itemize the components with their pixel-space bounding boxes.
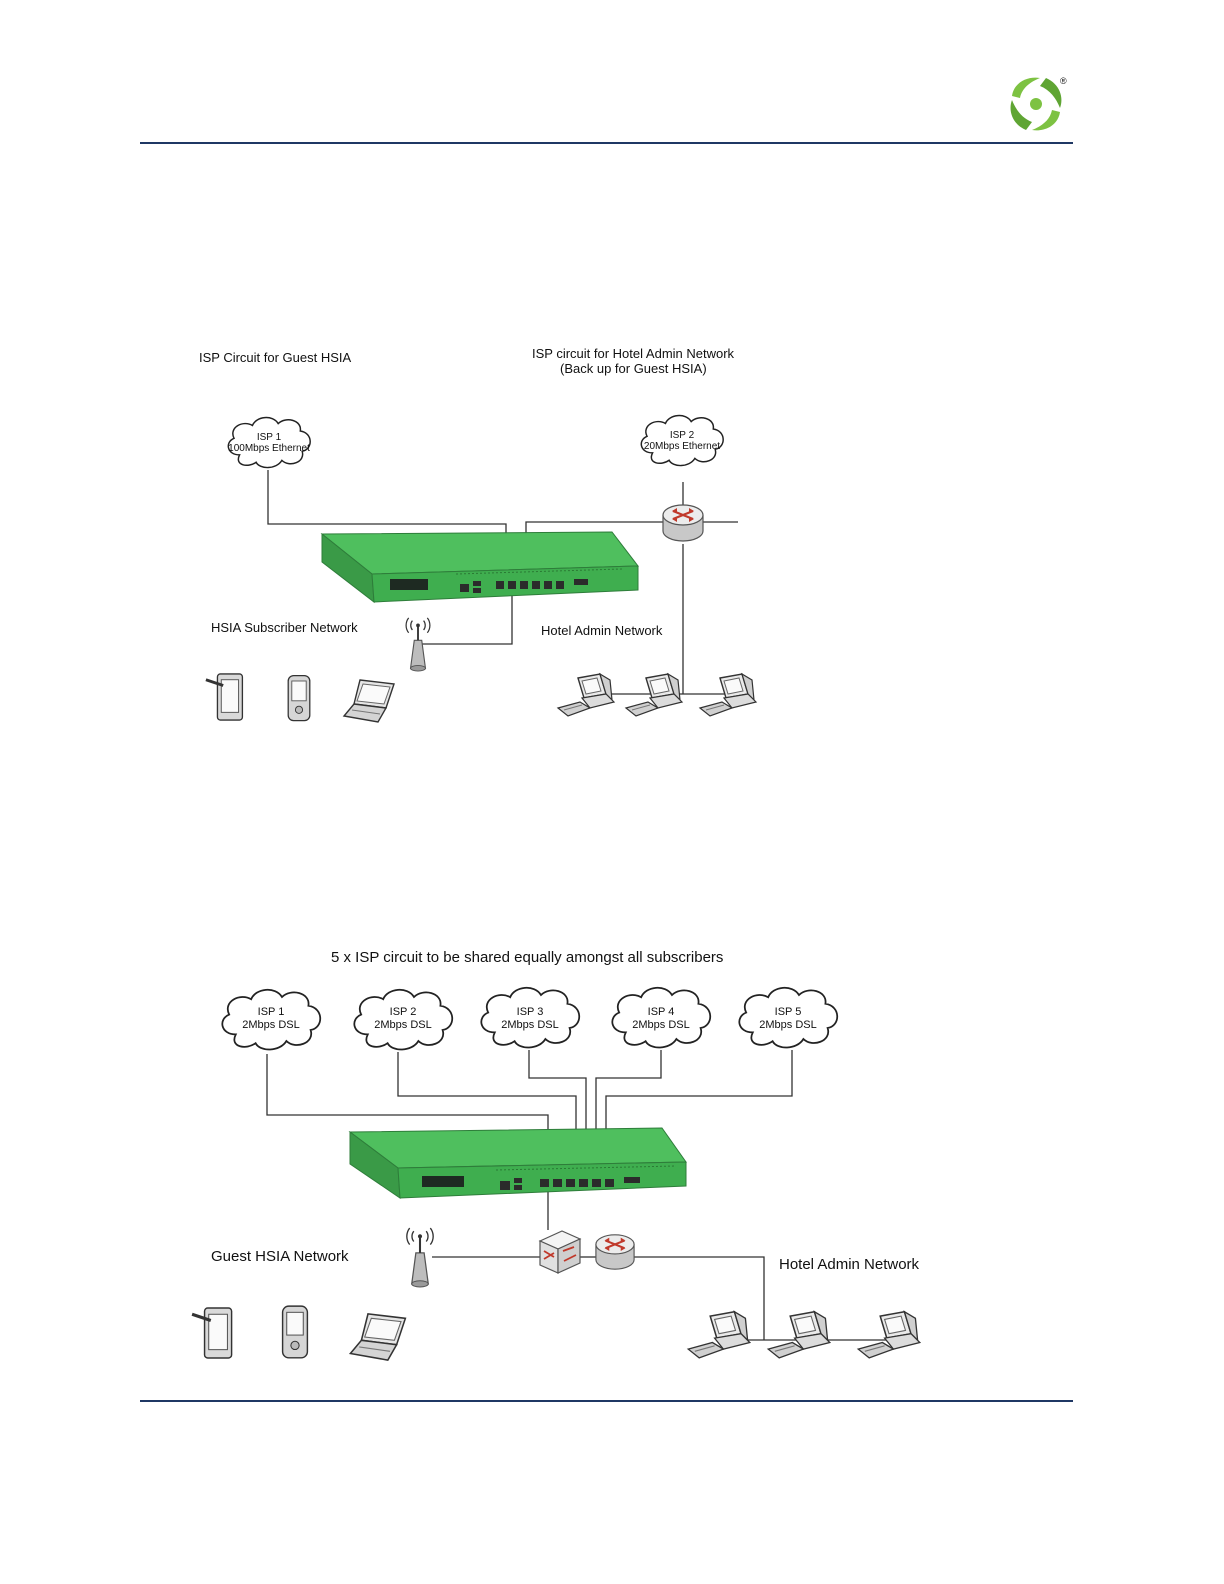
isp-speed: 2Mbps DSL [632, 1019, 689, 1031]
isp-cloud: ISP 1 2Mbps DSL [221, 988, 322, 1051]
tablet-icon [204, 672, 244, 722]
connection-lines-2 [266, 1050, 908, 1341]
isp2-name: ISP 2 [670, 430, 695, 441]
diagram-2: 5 x ISP circuit to be shared equally amo… [190, 949, 921, 1361]
header-rule [140, 142, 1073, 144]
pc-icon [857, 1310, 921, 1359]
isp-speed: 2Mbps DSL [242, 1019, 299, 1031]
label-admin-network-2: Hotel Admin Network [779, 1256, 920, 1273]
isp-name: ISP 2 [390, 1006, 417, 1018]
isp-name: ISP 1 [258, 1006, 285, 1018]
isp-name: ISP 5 [775, 1006, 802, 1018]
gateway-appliance-1 [320, 531, 639, 604]
isp-cloud: ISP 3 2Mbps DSL [480, 986, 581, 1049]
registered-mark: ® [1060, 76, 1067, 86]
isp-name: ISP 3 [517, 1006, 544, 1018]
laptop-icon [349, 1313, 407, 1361]
pda-icon [281, 1305, 309, 1359]
router-icon [594, 1233, 636, 1271]
diagram2-title: 5 x ISP circuit to be shared equally amo… [331, 949, 723, 966]
isp2-speed: 20Mbps Ethernet [644, 441, 720, 452]
isp-cloud: ISP 2 2Mbps DSL [353, 988, 454, 1051]
isp1-speed: 100Mbps Ethernet [228, 443, 310, 454]
label-admin-circuit-line2: (Back up for Guest HSIA) [560, 361, 707, 376]
isp-cloud: ISP 4 2Mbps DSL [611, 986, 712, 1049]
footer-rule [140, 1400, 1073, 1402]
label-guest-network: Guest HSIA Network [211, 1248, 349, 1265]
label-admin-network-1: Hotel Admin Network [541, 623, 663, 638]
isp-speed: 2Mbps DSL [374, 1019, 431, 1031]
diagram-1: ISP Circuit for Guest HSIA ISP circuit f… [199, 346, 757, 723]
gateway-appliance-2 [348, 1127, 687, 1199]
pc-icon [767, 1310, 831, 1359]
isp-speed: 2Mbps DSL [759, 1019, 816, 1031]
pc-icon [687, 1310, 751, 1359]
swirl-logo-icon [1010, 77, 1062, 131]
isp-cloud: ISP 5 2Mbps DSL [738, 986, 839, 1049]
pda-icon [287, 674, 311, 722]
pc-icon [699, 673, 757, 717]
label-guest-circuit: ISP Circuit for Guest HSIA [199, 350, 352, 365]
tablet-icon [190, 1306, 234, 1360]
pc-icon [625, 673, 683, 717]
wireless-access-point-icon [405, 1226, 435, 1288]
label-subscriber-network: HSIA Subscriber Network [211, 620, 358, 635]
router-icon [661, 503, 705, 543]
isp1-name: ISP 1 [257, 432, 282, 443]
isp2-cloud: ISP 2 20Mbps Ethernet [640, 414, 724, 467]
isp-speed: 2Mbps DSL [501, 1019, 558, 1031]
pc-icon [557, 673, 615, 717]
laptop-icon [343, 679, 395, 723]
isp1-cloud: ISP 1 100Mbps Ethernet [227, 416, 311, 469]
switch-icon [539, 1230, 581, 1274]
label-admin-circuit-line1: ISP circuit for Hotel Admin Network [532, 346, 735, 361]
isp-name: ISP 4 [648, 1006, 675, 1018]
